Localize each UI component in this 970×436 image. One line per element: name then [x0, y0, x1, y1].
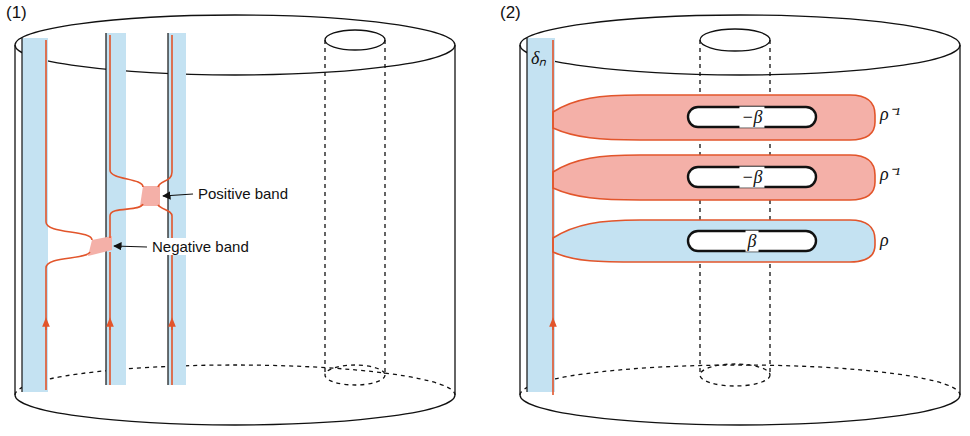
loop-label: ρ	[880, 230, 889, 251]
loop-label: ρ⁻¹	[880, 164, 900, 185]
callout-label: Positive band	[196, 185, 290, 202]
hole-label: −β	[739, 107, 764, 128]
loop-label: ρ⁻¹	[880, 104, 900, 125]
hole-label: −β	[739, 167, 764, 188]
panel-number: (2)	[498, 3, 523, 23]
panel-number: (1)	[4, 3, 29, 23]
hole-label: β	[746, 231, 759, 252]
callout-label: Negative band	[150, 238, 251, 255]
strip-label: δₙ	[531, 48, 546, 69]
